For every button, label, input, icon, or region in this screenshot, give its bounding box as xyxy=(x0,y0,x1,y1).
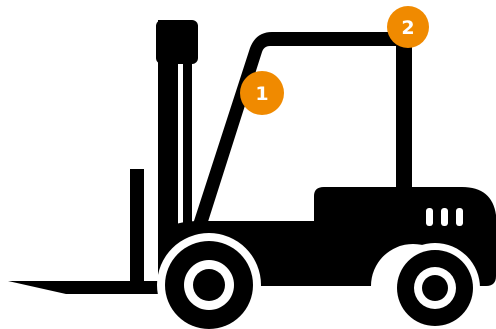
tail-light-slot xyxy=(426,208,433,226)
callout-marker-1: 1 xyxy=(240,71,284,115)
tail-light-slot xyxy=(456,208,463,226)
rear-wheel xyxy=(390,243,480,329)
callout-label: 2 xyxy=(401,17,414,39)
callout-marker-2: 2 xyxy=(387,6,429,48)
fork-blade xyxy=(8,281,178,294)
callout-label: 1 xyxy=(255,83,268,105)
mast-slot xyxy=(178,64,183,234)
fork-carriage xyxy=(130,169,144,294)
tail-light-slot xyxy=(441,208,448,226)
